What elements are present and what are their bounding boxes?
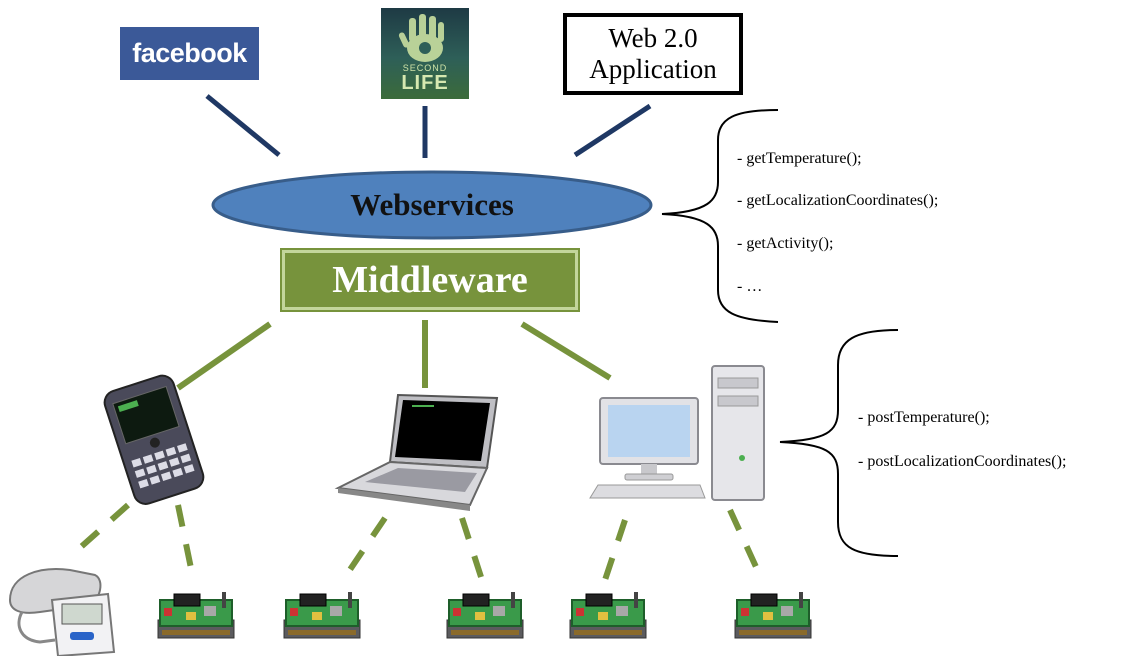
pc-connector xyxy=(520,321,612,381)
desktop-pc-icon xyxy=(589,365,765,501)
blue-connectors xyxy=(205,94,652,158)
pc-sensor1-connector xyxy=(602,519,628,581)
method-post-temperature: - postTemperature(); xyxy=(858,409,990,426)
blood-pressure-monitor-icon xyxy=(8,568,116,656)
sensor-board-icon xyxy=(283,591,361,639)
sensor-board-icon xyxy=(446,591,524,639)
laptop-sensor1-connector xyxy=(340,516,388,582)
second-life-text: LIFE xyxy=(401,72,449,94)
green-connectors xyxy=(176,320,612,391)
dashed-connectors xyxy=(70,502,765,582)
pc-brace xyxy=(779,329,899,557)
method-get-activity: - getActivity(); xyxy=(737,235,834,252)
web20-connector xyxy=(573,103,652,158)
phone-sensor-connector xyxy=(175,504,196,579)
laptop-icon xyxy=(334,393,499,511)
sensor-board-icon xyxy=(157,591,235,639)
middleware-box: Middleware xyxy=(280,248,580,312)
sensor-board-icon xyxy=(734,591,812,639)
second-life-logo: SECOND LIFE xyxy=(381,8,469,99)
facebook-logo: facebook xyxy=(120,27,259,80)
second-life-small-text: SECOND xyxy=(402,63,448,73)
web20-application-box: Web 2.0 Application xyxy=(563,13,743,95)
webservices-label: Webservices xyxy=(350,187,514,222)
method-post-localization: - postLocalizationCoordinates(); xyxy=(858,453,1067,470)
pc-sensor2-connector xyxy=(727,508,765,582)
phone-bp-connector xyxy=(70,502,130,558)
sensor-board-icon xyxy=(569,591,647,639)
middleware-label: Middleware xyxy=(332,259,528,301)
method-get-temperature: - getTemperature(); xyxy=(737,150,862,167)
hand-icon xyxy=(398,14,444,62)
method-get-localization: - getLocalizationCoordinates(); xyxy=(737,192,939,209)
smartphone-icon xyxy=(103,374,205,505)
web20-line1: Web 2.0 xyxy=(608,23,698,53)
facebook-connector xyxy=(205,94,281,157)
method-ellipsis: - … xyxy=(737,278,763,295)
laptop-sensor2-connector xyxy=(459,517,485,581)
phone-connector xyxy=(176,321,272,391)
facebook-logo-text: facebook xyxy=(132,38,247,68)
webservices-ellipse xyxy=(211,170,653,240)
web20-line2: Application xyxy=(589,54,717,84)
webservices-brace xyxy=(661,109,779,323)
